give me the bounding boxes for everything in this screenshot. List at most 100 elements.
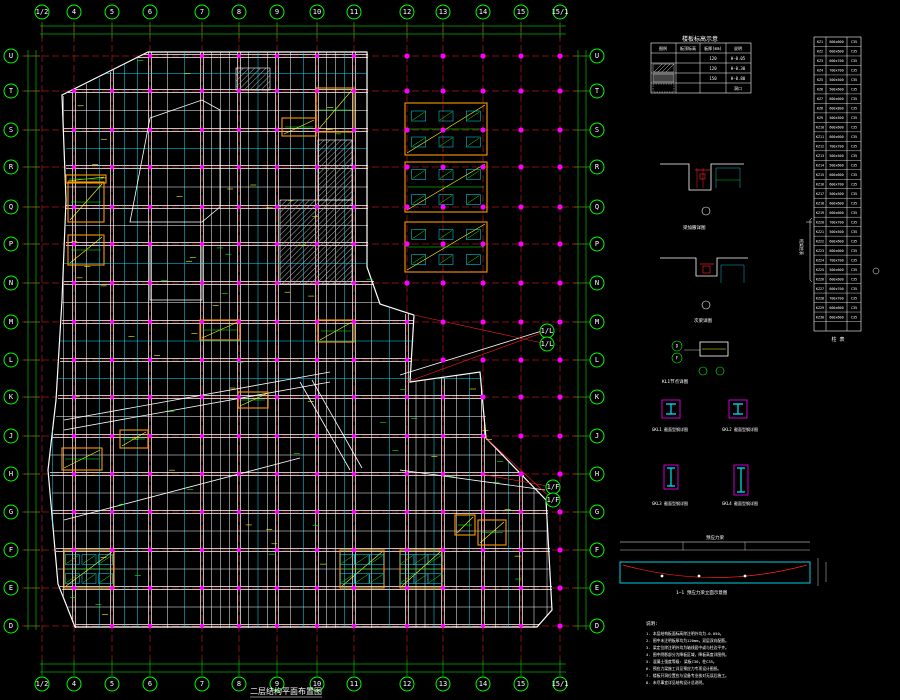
table-cell: 600x600 [829,315,843,319]
table-cell: 500x500 [829,192,843,196]
highlighted-bays [61,60,522,616]
column-marker [109,394,115,400]
axis-bubble-bottom-12: 15 [513,676,529,692]
svg-text:R: R [9,163,14,171]
table-cell: C35 [851,220,857,224]
general-notes: 说明: 1. 本层结构板面标高除注明外均为-0.050。 2. 图中未注明板厚均… [646,620,729,685]
column-marker [440,280,446,286]
axis-bubble-left-N: N [3,275,19,291]
table-cell: KZ26 [816,277,824,281]
table-cell: 600x600 [829,50,843,54]
axis-bubble-left-U: U [3,48,19,64]
column-marker [199,433,205,439]
table-cell: KZ27 [816,287,824,291]
axis-bubble-right-F: F [589,542,605,558]
svg-text:K: K [9,393,14,401]
svg-text:1/2: 1/2 [36,680,49,688]
highlighted-bay [61,447,103,471]
column-marker [147,394,153,400]
column-marker [557,547,563,553]
column-marker [199,585,205,591]
column-marker [71,241,77,247]
axis-bubble-top-13: 15/1 [552,4,568,20]
axis-bubble-right-N: N [589,275,605,291]
column-marker [480,547,486,553]
highlighted-bay [399,549,443,589]
table-cell: C35 [851,88,857,92]
svg-text:G: G [595,508,599,516]
column-marker [236,164,242,170]
column-marker [440,357,446,363]
table-cell: C35 [851,145,857,149]
column-marker [199,319,205,325]
highlighted-bay [404,102,488,156]
table-cell: 600x600 [829,97,843,101]
column-marker [109,509,115,515]
axis-bubble-top-8: 11 [346,4,362,20]
column-marker [351,357,357,363]
column-marker [109,88,115,94]
column-marker [518,394,524,400]
table-cell: 600x600 [829,239,843,243]
column-marker [518,471,524,477]
table-cell: KZ24 [816,258,824,262]
axis-bubble-right-U: U [589,48,605,64]
column-marker [480,280,486,286]
column-marker [440,547,446,553]
table-cell: C35 [851,239,857,243]
table-cell: KZ12 [816,145,824,149]
svg-text:5. 混凝土强度等级: 梁板C30，柱C35。: 5. 混凝土强度等级: 梁板C30，柱C35。 [646,659,717,664]
svg-text:Q: Q [595,203,599,211]
column-marker [314,204,320,210]
column-marker [518,357,524,363]
svg-text:D: D [9,622,13,630]
column-marker [518,433,524,439]
axis-bubble-left-F: F [3,542,19,558]
table-cell: 600x600 [829,249,843,253]
table-cell: C35 [851,306,857,310]
column-marker [314,357,320,363]
column-marker [404,585,410,591]
svg-text:U: U [595,52,599,60]
svg-text:12: 12 [403,8,411,16]
column-marker [109,471,115,477]
column-marker [404,547,410,553]
column-marker [314,53,320,59]
column-marker [557,433,563,439]
axis-bubble-top-11: 14 [475,4,491,20]
column-marker [199,241,205,247]
table-cell: KZ8 [817,107,823,111]
column-marker [351,53,357,59]
column-marker [404,280,410,286]
column-markers [71,53,563,629]
table-cell: C35 [851,59,857,63]
column-marker [351,88,357,94]
axis-bubble-bottom-9: 12 [399,676,415,692]
column-marker [314,319,320,325]
column-marker [351,585,357,591]
column-marker [147,471,153,477]
axis-bubble-top-2: 5 [104,4,120,20]
table-cell: KZ9 [817,116,823,120]
column-marker [518,204,524,210]
column-marker [147,319,153,325]
table-cell: 700x700 [829,258,843,262]
table-cell: 600x600 [829,173,843,177]
table-cell: KZ30 [816,315,824,319]
table-cell: C35 [851,97,857,101]
svg-text:4: 4 [72,8,76,16]
svg-text:1/F: 1/F [547,483,560,491]
table-cell: KZ4 [817,69,823,73]
svg-text:说明: 说明 [734,45,742,51]
column-marker [274,509,280,515]
column-marker [404,319,410,325]
svg-text:120: 120 [709,66,717,71]
column-marker [236,471,242,477]
table-cell: C35 [851,296,857,300]
detail-7-label: GKL4 截面型钢详图 [722,500,758,506]
column-marker [351,394,357,400]
column-marker [199,623,205,629]
svg-text:120: 120 [709,56,717,61]
column-marker [71,88,77,94]
